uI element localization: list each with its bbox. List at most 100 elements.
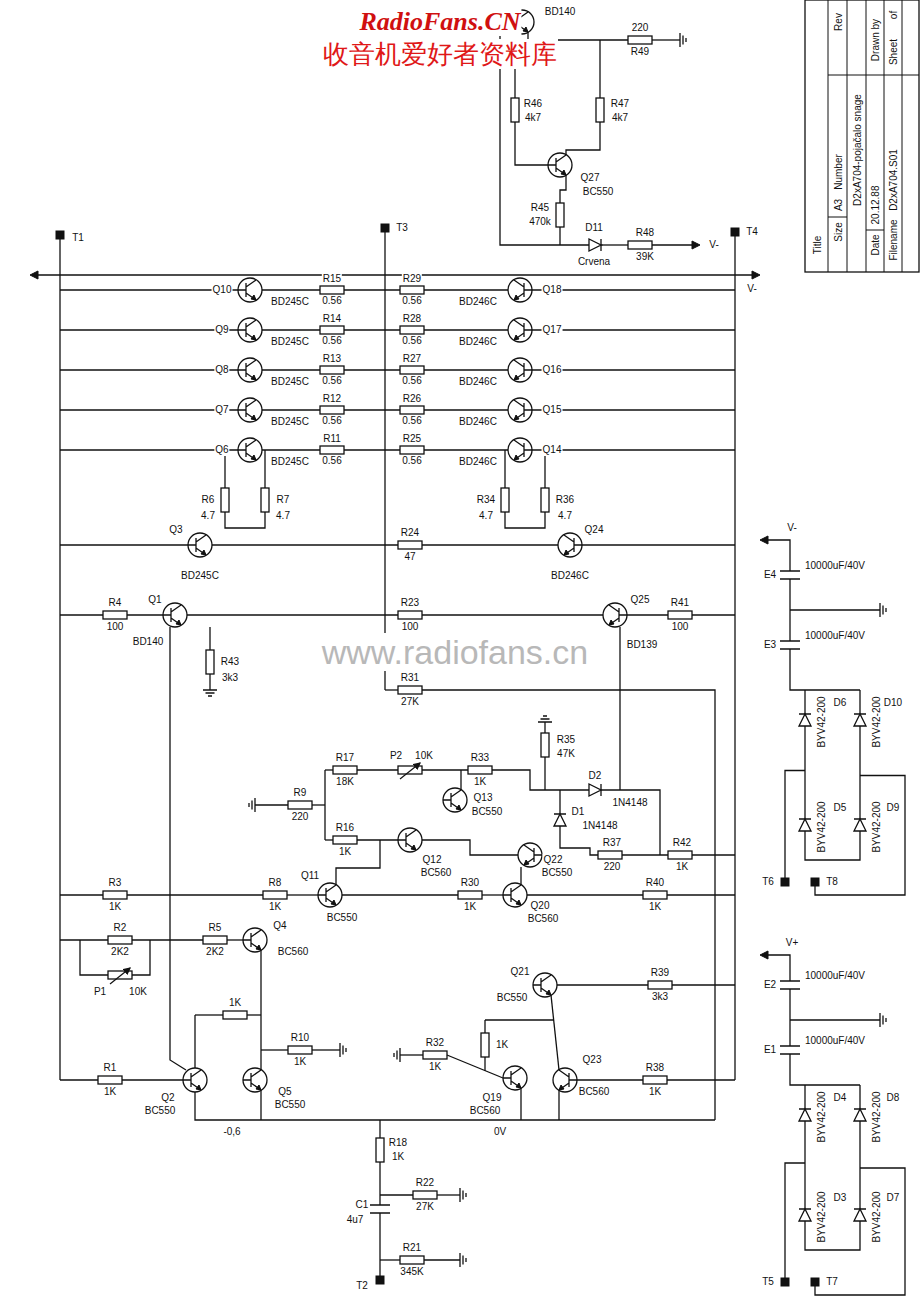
resistor-symbol: [398, 611, 422, 619]
wire: [127, 894, 263, 895]
emitter-arrow: [561, 170, 566, 175]
part-label: R48: [635, 227, 655, 239]
circuit: [30, 10, 905, 1295]
part-label: 2K2: [205, 946, 225, 958]
wire: [400, 1054, 423, 1055]
wire: [789, 989, 790, 1046]
part-label: Q16: [542, 364, 563, 376]
wire: [560, 828, 598, 855]
transistor-symbol: [518, 843, 542, 867]
wire: [342, 894, 458, 895]
part-label: R46: [523, 98, 543, 110]
ground-symbol: [340, 1043, 346, 1057]
transistor-leads: [559, 1070, 577, 1090]
part-label: Q5: [277, 1086, 292, 1098]
part-label: BD246C: [550, 570, 590, 582]
wire: [357, 769, 398, 770]
wire: [379, 1120, 380, 1138]
part-label: Q23: [582, 1054, 603, 1066]
wire: [344, 449, 400, 450]
emitter-arrow: [609, 620, 614, 625]
part-label: R6: [201, 494, 216, 506]
wire: [785, 771, 805, 879]
resistor-symbol: [598, 851, 622, 859]
part-label: R1: [103, 1062, 118, 1074]
wire: [859, 728, 860, 817]
wire: [762, 955, 790, 981]
capacitor-symbol: [780, 1046, 800, 1054]
capacitor-symbol: [780, 571, 800, 579]
wire: [379, 1162, 380, 1205]
resistor-symbol: [108, 971, 132, 979]
resistor-symbol: [400, 1256, 424, 1264]
resistor-symbol: [333, 836, 357, 844]
part-label: BYV42-200: [816, 1090, 828, 1143]
ground-symbol: [880, 1013, 886, 1027]
wire: [652, 244, 698, 245]
resistor-symbol: [400, 366, 424, 374]
wire: [384, 228, 385, 690]
part-label: 100: [106, 621, 125, 633]
part-label: BD246C: [458, 376, 498, 388]
title-block-border: [805, 0, 919, 272]
part-label: Q12: [422, 854, 443, 866]
part-label: 18K: [335, 776, 355, 788]
wire: [785, 1163, 805, 1278]
wire: [80, 940, 108, 975]
part-label: BD246C: [458, 456, 498, 468]
part-label: R3: [108, 877, 123, 889]
part-label: 1K: [648, 901, 662, 913]
resistor-symbol: [423, 1051, 447, 1059]
ground-symbol: [880, 603, 886, 617]
transistor-leads: [318, 885, 336, 905]
part-label: 220: [631, 22, 650, 34]
ground-symbol: [460, 1188, 466, 1202]
part-label: 0.56: [401, 295, 422, 307]
diode-bar: [799, 817, 811, 833]
part-label: 0.56: [321, 455, 342, 467]
part-label: 1K: [293, 1056, 307, 1068]
part-label: 0.56: [321, 335, 342, 347]
part-label: R5: [208, 922, 223, 934]
part-label: 2K2: [110, 946, 130, 958]
resistor-symbol: [203, 936, 227, 944]
wire: [209, 674, 210, 690]
emitter-arrow: [514, 375, 519, 380]
part-label: R7: [276, 494, 291, 506]
wire: [385, 689, 398, 690]
wire: [344, 409, 400, 410]
part-label: R41: [670, 597, 690, 609]
diode-symbol: [589, 239, 601, 251]
wire: [734, 232, 735, 1080]
part-label: R21: [402, 1242, 422, 1254]
wire: [170, 627, 186, 1070]
part-label: 3k3: [651, 991, 669, 1003]
transistor-leads: [163, 605, 181, 625]
part-label: T2: [355, 1280, 369, 1292]
resistor-symbol: [468, 766, 492, 774]
part-label: 100: [401, 621, 420, 633]
wire: [60, 369, 238, 370]
transistor-symbol: [238, 278, 262, 302]
part-label: Q4: [272, 920, 287, 932]
wire: [790, 609, 880, 610]
resistor-symbol: [108, 936, 132, 944]
resistor-symbol: [320, 326, 344, 334]
wire: [558, 1090, 559, 1120]
part-label: 0.56: [321, 415, 342, 427]
wire: [859, 1123, 860, 1207]
part-label: BD139: [626, 639, 659, 651]
part-label: R30: [460, 877, 480, 889]
part-label: BC550: [541, 867, 574, 879]
emitter-arrow: [516, 900, 521, 905]
part-label: Q18: [542, 284, 563, 296]
part-label: 1K: [473, 776, 487, 788]
wire: [504, 450, 505, 488]
resistor-symbol: [398, 766, 422, 774]
part-label: R37: [602, 837, 622, 849]
part-label: E2: [763, 979, 777, 991]
wire: [60, 409, 238, 410]
part-label: Q6: [214, 444, 229, 456]
wire: [357, 839, 398, 840]
wire: [559, 227, 560, 245]
